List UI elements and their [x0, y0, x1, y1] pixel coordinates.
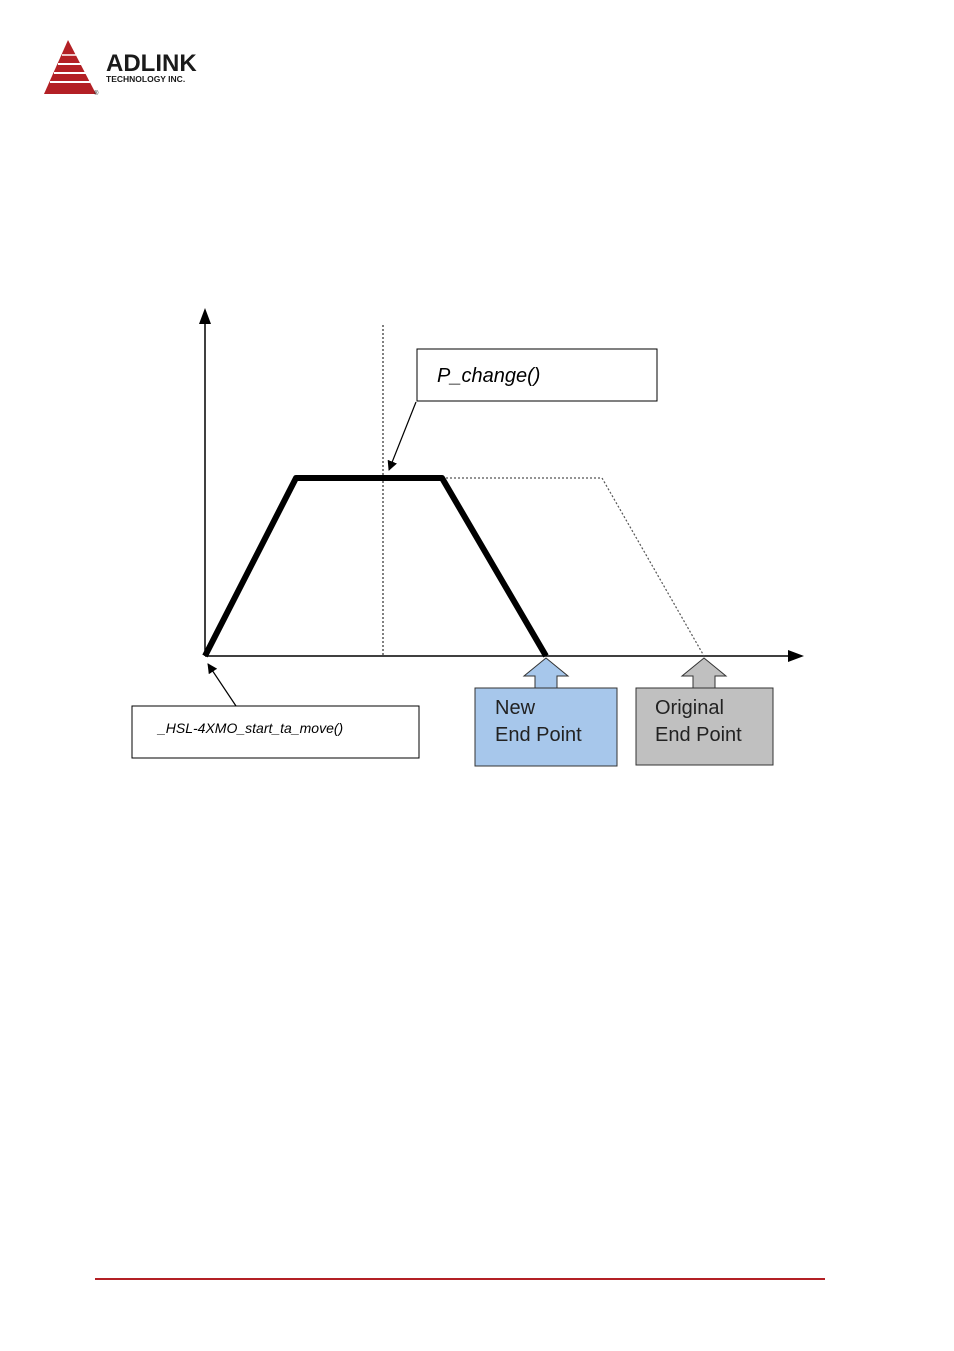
footer-rule: [95, 1278, 825, 1280]
start-pointer: [208, 664, 236, 706]
new-profile: [205, 478, 546, 656]
original-end-point-line1: Original: [655, 697, 724, 719]
original-profile: [442, 478, 704, 656]
x-axis-arrow-icon: [788, 650, 804, 662]
new-end-point-line2: End Point: [495, 724, 582, 746]
new-end-point-arrow-icon: [524, 658, 568, 688]
start-label: _HSL-4XMO_start_ta_move(): [156, 720, 343, 736]
p-change-pointer: [389, 402, 416, 470]
original-end-point-arrow-icon: [682, 658, 726, 688]
original-end-point-line2: End Point: [655, 724, 742, 746]
new-end-point-line1: New: [495, 697, 536, 719]
p-change-label: P_change(): [437, 365, 540, 387]
y-axis-arrow-icon: [199, 308, 211, 324]
